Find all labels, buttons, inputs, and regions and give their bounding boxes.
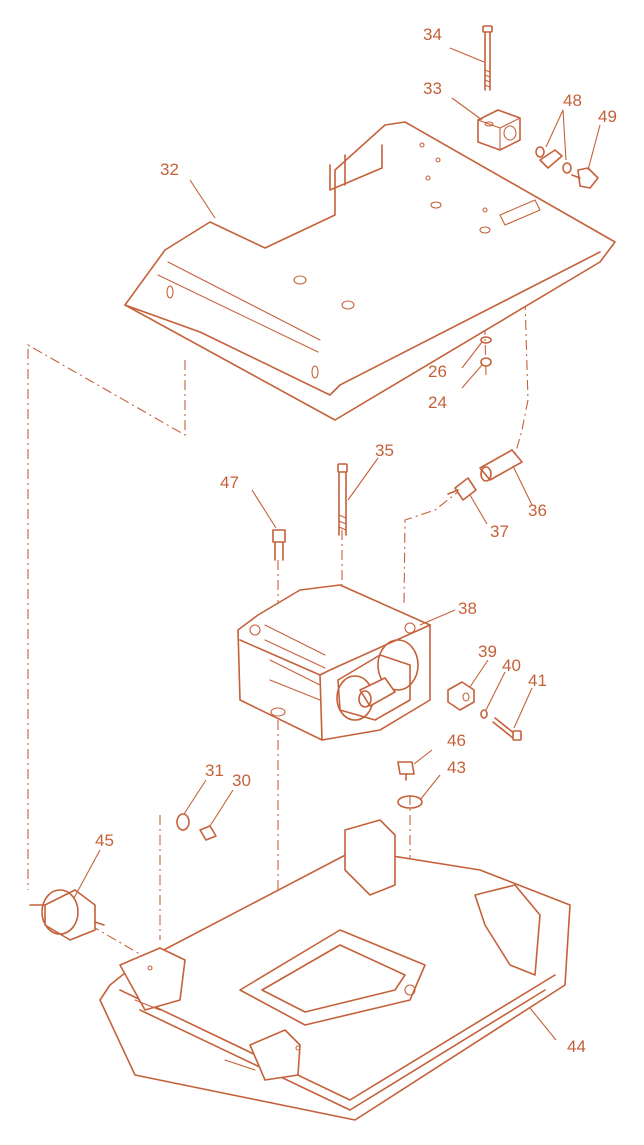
callout-49: 49 [598, 107, 617, 126]
callout-38: 38 [458, 599, 477, 618]
callout-37: 37 [490, 522, 509, 541]
callout-47: 47 [220, 473, 239, 492]
callout-24: 24 [428, 393, 447, 412]
callout-labels: 34 33 48 49 32 26 24 35 47 36 37 38 39 4… [95, 25, 617, 1056]
part-31-washer [176, 813, 190, 831]
part-47-bolt [272, 529, 286, 561]
part-24-nut [480, 357, 492, 367]
part-36-hose-fitting [479, 449, 523, 482]
callout-45: 45 [95, 831, 114, 850]
part-38-exciter-housing [237, 584, 431, 741]
callout-39: 39 [478, 642, 497, 661]
callout-33: 33 [423, 79, 442, 98]
callout-36: 36 [528, 501, 547, 520]
callout-43: 43 [447, 758, 466, 777]
leader-lines [73, 47, 601, 1041]
part-46-bolt [397, 761, 415, 781]
part-41-screw [492, 717, 522, 741]
part-34-bolt [482, 25, 493, 91]
callout-30: 30 [232, 771, 251, 790]
part-35-bolt [337, 463, 348, 536]
callout-48: 48 [563, 91, 582, 110]
callout-31: 31 [205, 761, 224, 780]
part-40-washer [480, 709, 488, 719]
part-39-block [447, 681, 475, 711]
part-37-adapter-fitting [447, 477, 477, 501]
part-44-base-plate [99, 819, 571, 1121]
callout-41: 41 [528, 671, 547, 690]
callout-26: 26 [428, 362, 447, 381]
callout-46: 46 [447, 731, 466, 750]
part-26-washer [480, 336, 492, 344]
part-43-washer [397, 795, 423, 809]
part-48-washers [535, 146, 572, 174]
callout-34: 34 [423, 25, 442, 44]
callout-32: 32 [160, 160, 179, 179]
part-32-cover-plate [124, 121, 616, 421]
part-49-bolt [571, 167, 599, 189]
callout-35: 35 [375, 441, 394, 460]
callout-44: 44 [567, 1037, 586, 1056]
part-45-rubber-mount [29, 889, 105, 941]
part-33-clamp-block [477, 109, 521, 151]
part-30-nut [199, 825, 217, 841]
callout-40: 40 [502, 656, 521, 675]
